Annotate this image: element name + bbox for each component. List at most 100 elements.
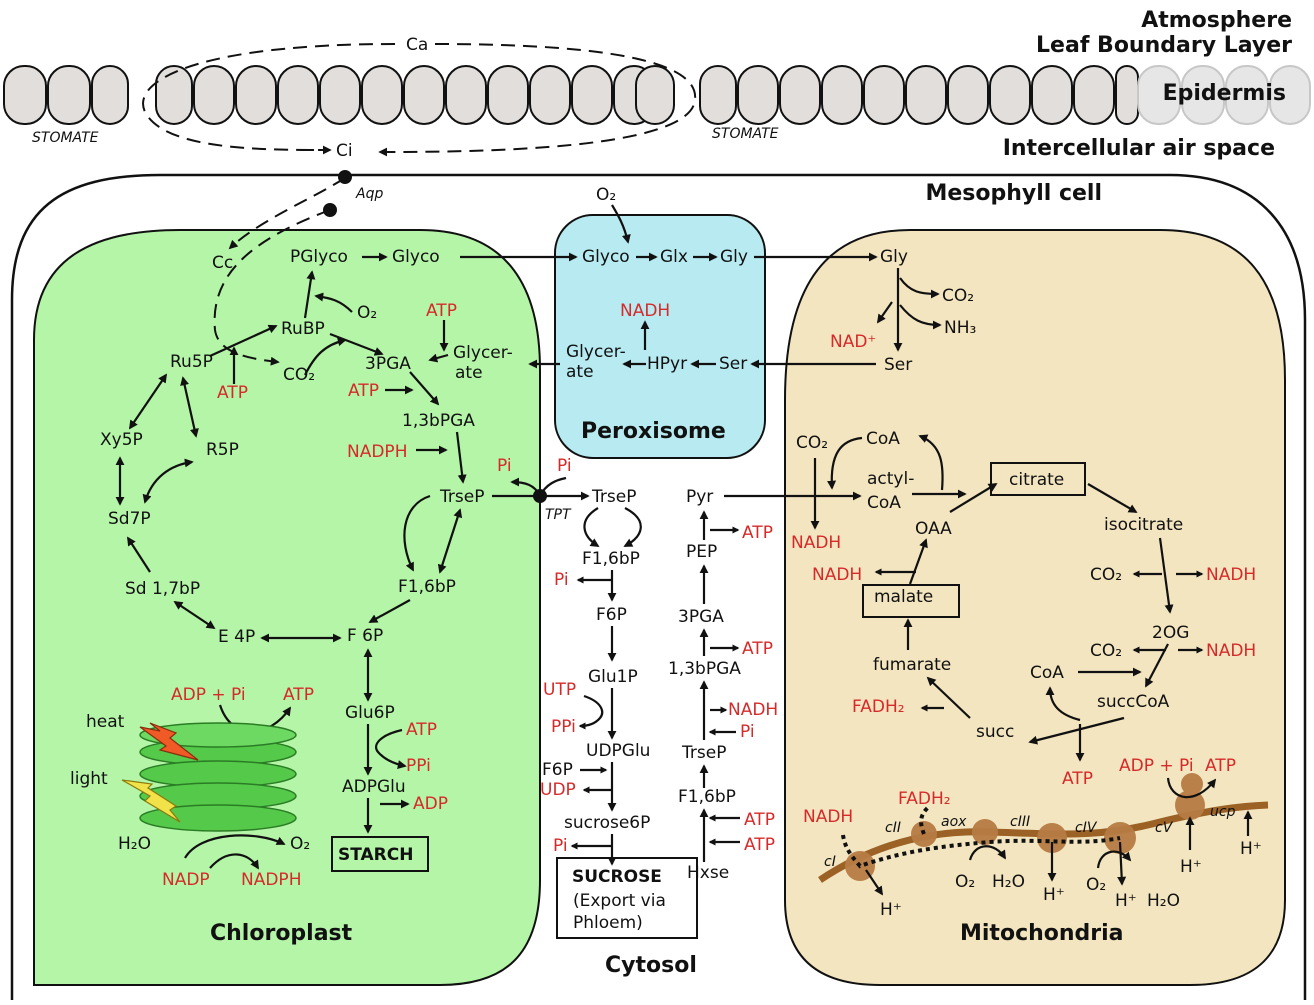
mito-nad-label: NAD⁺ bbox=[830, 332, 876, 352]
starch-box bbox=[331, 836, 429, 872]
etc-fadh2-label: FADH₂ bbox=[898, 789, 951, 809]
aox-label: aox bbox=[941, 814, 967, 830]
epidermis-label: Epidermis bbox=[1163, 81, 1286, 106]
sd17bp-label: Sd 1,7bP bbox=[125, 579, 200, 599]
atp-label-3: ATP bbox=[348, 381, 379, 401]
light-label: light bbox=[70, 769, 108, 789]
cytosol-glycolysis: Pyr ATP PEP 3PGA ATP 1,3bPGA NADH Pi Trs… bbox=[668, 487, 862, 883]
heat-icon bbox=[139, 722, 199, 761]
heat-label: heat bbox=[86, 712, 125, 732]
aqp-label: Aqp bbox=[355, 186, 383, 202]
cii-complex-label: cII bbox=[885, 820, 901, 836]
mito-succcoa-label: succCoA bbox=[1097, 692, 1170, 712]
ca-label: Ca bbox=[406, 35, 428, 55]
adp-pi-label: ADP + Pi bbox=[171, 685, 246, 705]
o2-label-2: O₂ bbox=[290, 834, 310, 854]
etc-nadh-label: NADH bbox=[803, 807, 853, 827]
cytosol-label: Cytosol bbox=[605, 953, 697, 978]
ci-complex-label: cI bbox=[824, 854, 836, 870]
glycerate-label-1: Glycer- bbox=[453, 343, 513, 363]
atmosphere-label: Atmosphere bbox=[1141, 8, 1292, 33]
mito-nadh-label-4: NADH bbox=[1206, 641, 1256, 661]
cyt-3pga-label: 3PGA bbox=[678, 607, 724, 627]
mito-coa-label-2: CoA bbox=[1030, 663, 1064, 683]
chloroplast-label: Chloroplast bbox=[210, 921, 353, 946]
cyt-trsep-label-2: TrseP bbox=[681, 743, 726, 763]
mito-fadh2-label: FADH₂ bbox=[852, 697, 905, 717]
malate-box bbox=[862, 584, 960, 618]
rubp-label: RuBP bbox=[281, 319, 325, 339]
mito-atp-label-1: ATP bbox=[1062, 769, 1093, 789]
civ-complex-label: cIV bbox=[1075, 820, 1098, 836]
ppi-label: PPi bbox=[406, 756, 431, 776]
mito-nadh-label-3: NADH bbox=[1206, 565, 1256, 585]
r5p-label: R5P bbox=[206, 440, 239, 460]
cc-label: Cc bbox=[212, 253, 233, 273]
sd7p-label: Sd7P bbox=[108, 509, 151, 529]
boundary-layer-label: Leaf Boundary Layer bbox=[1036, 33, 1292, 58]
cyt-udp-label: UDP bbox=[540, 780, 576, 800]
cv-complex-label: cV bbox=[1155, 820, 1174, 836]
cyt-ppi-label: PPi bbox=[551, 717, 576, 737]
perox-glyco-label: Glyco bbox=[582, 247, 630, 267]
mito-nadh-label-1: NADH bbox=[791, 533, 841, 553]
perox-hpyr-label: HPyr bbox=[647, 354, 687, 374]
mito-actyl-label-2: CoA bbox=[867, 493, 901, 513]
adp-label: ADP bbox=[413, 794, 448, 814]
glycerate-label-2: ate bbox=[455, 363, 483, 383]
atp-label-1: ATP bbox=[426, 301, 457, 321]
mitochondria-photorespiration: Gly CO₂ NH₃ NAD⁺ Ser bbox=[830, 247, 976, 375]
ucp-label: ucp bbox=[1210, 804, 1236, 820]
mito-oaa-label: OAA bbox=[915, 519, 952, 539]
cyt-pi-label-1: Pi bbox=[497, 456, 512, 476]
peroxisome-label: Peroxisome bbox=[581, 419, 726, 444]
nadp-label: NADP bbox=[162, 870, 210, 890]
aqp-channel-2 bbox=[323, 203, 337, 217]
cc-to-co2-path bbox=[213, 209, 331, 366]
ciii-complex-label: cIII bbox=[1010, 814, 1030, 830]
etc-o2-label: O₂ bbox=[955, 872, 975, 892]
mesophyll-cell-wall bbox=[10, 173, 1307, 1000]
ru5p-label: Ru5P bbox=[170, 352, 213, 372]
cyt-13bpga-label: 1,3bPGA bbox=[668, 659, 741, 679]
cyt-f16bp-label: F1,6bP bbox=[582, 549, 640, 569]
cyt-pyr-label: Pyr bbox=[686, 487, 713, 507]
tca-cycle: CO₂ CoA actyl- CoA citrate NADH OAA isoc… bbox=[791, 429, 1256, 789]
cyt-atp-label-4: ATP bbox=[744, 835, 775, 855]
etc-h-label-5: H⁺ bbox=[1240, 839, 1262, 859]
mito-actyl-label-1: actyl- bbox=[867, 469, 914, 489]
sucrose-box bbox=[556, 857, 698, 939]
3pga-label: 3PGA bbox=[365, 354, 411, 374]
cyt-pi-label-3: Pi bbox=[554, 570, 569, 590]
mitochondria-compartment bbox=[784, 229, 1286, 986]
mito-succ-label: succ bbox=[976, 722, 1014, 742]
nadph-label-2: NADPH bbox=[241, 870, 301, 890]
13bpga-label: 1,3bPGA bbox=[402, 411, 475, 431]
perox-ser-label: Ser bbox=[719, 354, 747, 374]
etc-h2o-label-2: H₂O bbox=[1147, 891, 1180, 911]
mito-citrate-label: citrate bbox=[1009, 470, 1064, 490]
atp-label-4: ATP bbox=[283, 685, 314, 705]
mito-2og-label: 2OG bbox=[1152, 623, 1189, 643]
h2o-label: H₂O bbox=[118, 834, 151, 854]
sucrose-label: SUCROSE bbox=[572, 867, 662, 887]
photorespiration-peroxisome: O₂ Glyco Glx Gly NADH Glycer- ate HPyr S… bbox=[460, 185, 878, 382]
perox-glx-label: Glx bbox=[660, 247, 688, 267]
ci-label: Ci bbox=[336, 141, 353, 161]
cyt-f6p-label: F6P bbox=[596, 605, 627, 625]
export-label-2: Phloem) bbox=[573, 913, 643, 933]
peroxisome-compartment bbox=[554, 214, 766, 459]
etc-adp-pi-label: ADP + Pi bbox=[1119, 756, 1194, 776]
ca-diffusion-path-right bbox=[378, 43, 697, 157]
epidermis-layer bbox=[3, 65, 1139, 125]
export-label-1: (Export via bbox=[573, 891, 666, 911]
stomate-left-label: STOMATE bbox=[32, 130, 99, 146]
cyt-pi-label-2: Pi bbox=[557, 456, 572, 476]
trsep-label: TrseP bbox=[439, 487, 484, 507]
cytosol-sucrose-pathway: Pi Pi TPT TrseP F1,6bP Pi F6P Glu1P UTP … bbox=[492, 456, 698, 939]
f6p-label: F 6P bbox=[347, 626, 383, 646]
etc-h2o-label-1: H₂O bbox=[992, 872, 1025, 892]
mesophyll-label: Mesophyll cell bbox=[925, 181, 1102, 206]
mitochondria-label: Mitochondria bbox=[960, 921, 1124, 946]
glyco-label: Glyco bbox=[392, 247, 440, 267]
